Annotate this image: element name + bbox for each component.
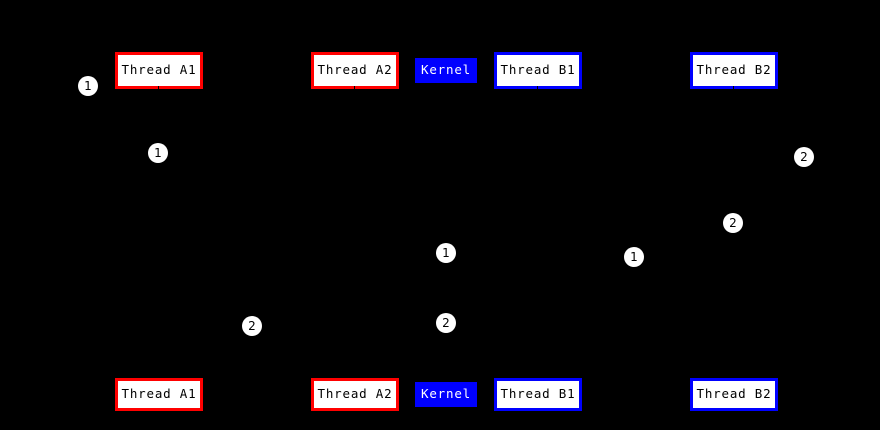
lifeline-thread-b1	[537, 89, 538, 378]
participant-box-thread-b1-bottom[interactable]: Thread B1	[494, 378, 582, 411]
participant-label: Thread A2	[317, 62, 393, 78]
participant-label: Kernel	[421, 386, 471, 402]
lifeline-stub-a2-bottom	[354, 375, 355, 379]
step-badge-kernel-1: 1	[436, 243, 456, 263]
lifeline-stub-kernel-top	[446, 83, 447, 87]
message-arrow-3	[446, 250, 543, 256]
participant-label: Thread B1	[500, 62, 576, 78]
step-badge-kernel-2: 2	[436, 313, 456, 333]
participant-box-thread-b2-top[interactable]: Thread B2	[690, 52, 778, 89]
lifeline-thread-a2	[354, 89, 355, 378]
message-arrow-2	[158, 150, 360, 156]
lifeline-thread-b2	[733, 89, 734, 378]
participant-box-thread-a2-top[interactable]: Thread A2	[311, 52, 399, 89]
participant-label: Thread B1	[500, 386, 576, 402]
participant-box-kernel-bottom[interactable]: Kernel	[415, 382, 477, 407]
message-arrow-7	[348, 320, 446, 326]
participant-label: Thread A2	[317, 386, 393, 402]
step-badge-a1-1: 1	[148, 143, 168, 163]
lifeline-stub-a2-top	[354, 86, 355, 90]
participant-box-thread-b2-bottom[interactable]: Thread B2	[690, 378, 778, 411]
step-badge-b2-2-top: 2	[794, 147, 814, 167]
lifeline-stub-b1-bottom	[537, 375, 538, 379]
lifeline-stub-a1-top	[158, 86, 159, 90]
lifeline-thread-a1	[158, 89, 159, 378]
participant-box-thread-a1-top[interactable]: Thread A1	[115, 52, 203, 89]
participant-box-thread-b1-top[interactable]: Thread B1	[494, 52, 582, 89]
participant-box-kernel-top[interactable]: Kernel	[415, 58, 477, 83]
participant-label: Thread B2	[696, 62, 772, 78]
participant-box-thread-a2-bottom[interactable]: Thread A2	[311, 378, 399, 411]
participant-label: Kernel	[421, 62, 471, 78]
lifeline-stub-b1-top	[537, 86, 538, 90]
lifeline-kernel	[446, 89, 447, 378]
step-badge-a1-2: 2	[242, 316, 262, 336]
step-badge-b2-2-mid: 2	[723, 213, 743, 233]
participant-box-thread-a1-bottom[interactable]: Thread A1	[115, 378, 203, 411]
lifeline-stub-kernel-bottom	[446, 375, 447, 379]
lifeline-stub-b2-bottom	[733, 375, 734, 379]
step-badge-left-1: 1	[78, 76, 98, 96]
step-badge-b1-1: 1	[624, 247, 644, 267]
participant-label: Thread A1	[121, 62, 197, 78]
lifeline-stub-a1-bottom	[158, 375, 159, 379]
lifeline-stub-b2-top	[733, 86, 734, 90]
participant-label: Thread A1	[121, 386, 197, 402]
participant-label: Thread B2	[696, 386, 772, 402]
